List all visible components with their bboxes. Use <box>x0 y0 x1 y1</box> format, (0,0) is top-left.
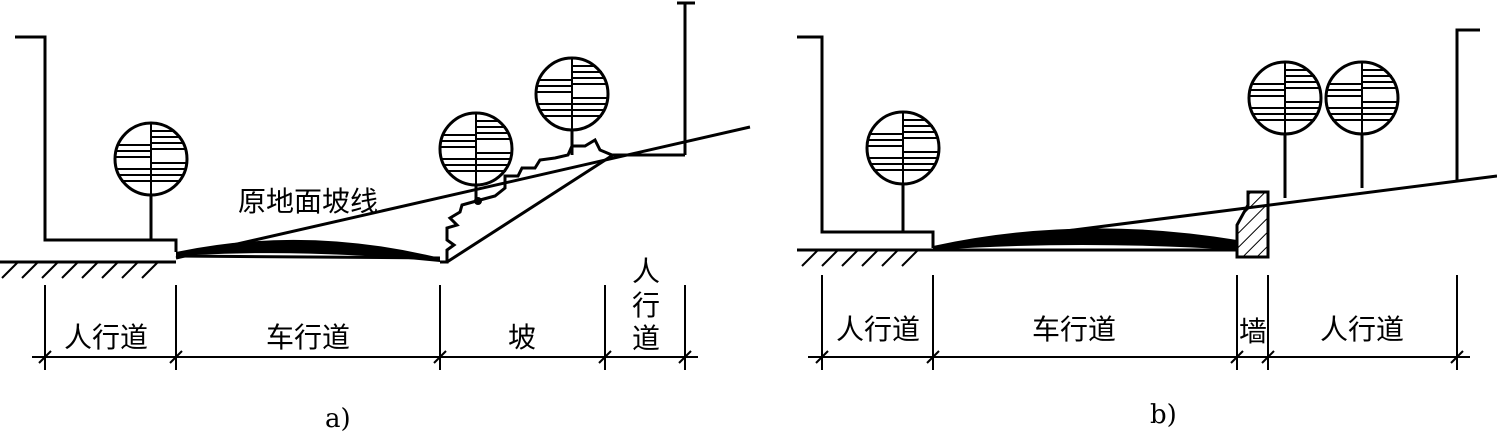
zone-label-wall-b: 墙 <box>1239 315 1268 348</box>
tree-icon <box>534 56 610 132</box>
zone-label-sidewalk-left-b: 人行道 <box>836 313 921 346</box>
slope-line-b <box>932 174 1497 250</box>
tree-icon <box>865 110 941 186</box>
retaining-wall-b <box>1235 190 1270 259</box>
zone-label-sidewalk-right-a: 人行道 <box>631 255 660 356</box>
right-building-b <box>1455 28 1480 182</box>
carriageway-pavement-b <box>933 228 1237 250</box>
tree-icon <box>1324 60 1400 136</box>
diagram-a <box>0 1 751 370</box>
zone-label-carriageway-a: 车行道 <box>266 321 351 354</box>
diagram-b <box>797 28 1497 370</box>
left-building-a <box>15 35 178 252</box>
carriageway-pavement-a <box>176 239 440 262</box>
stepped-wall-a <box>440 137 685 264</box>
ground-hatch-b <box>801 249 919 267</box>
tree-icon <box>1247 60 1323 136</box>
tree-icon <box>438 111 514 187</box>
original-slope-line <box>175 125 751 260</box>
slope-line-label: 原地面坡线 <box>238 185 379 218</box>
zone-label-sidewalk-left-a: 人行道 <box>64 321 149 354</box>
caption-b: b) <box>1150 400 1177 430</box>
tree-icon <box>113 121 189 197</box>
cut-slope-line <box>446 153 614 264</box>
zone-label-sidewalk-right-b: 人行道 <box>1320 313 1405 346</box>
left-building-b <box>797 35 935 248</box>
zone-label-slope-a: 坡 <box>508 321 537 354</box>
zone-label-carriageway-b: 车行道 <box>1032 313 1117 346</box>
caption-a: a) <box>325 404 351 434</box>
ground-hatch-a <box>1 261 159 279</box>
